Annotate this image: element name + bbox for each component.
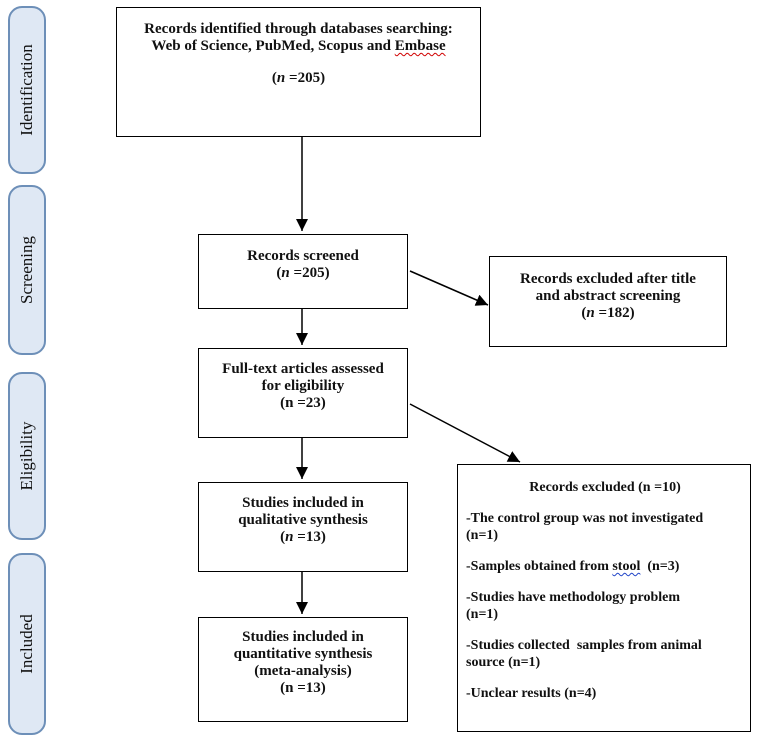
box-records-excluded: Records excluded (n =10) -The control gr… bbox=[457, 464, 751, 732]
box-quantitative-synthesis: Studies included in quantitative synthes… bbox=[198, 617, 408, 722]
excluded-item-stool-line: -Samples obtained from stool (n=3) bbox=[466, 558, 744, 575]
screened-line1: Records screened bbox=[247, 248, 359, 264]
quantitative-line2: quantitative synthesis bbox=[233, 646, 373, 662]
phase-eligibility: Eligibility bbox=[8, 372, 46, 540]
excluded-title-count: (n =182) bbox=[490, 305, 726, 322]
excluded-item-methodology: -Studies have methodology problem (n=1) bbox=[466, 589, 744, 623]
qualitative-line2: qualitative synthesis bbox=[238, 512, 368, 528]
excluded-title-count-var: n bbox=[586, 305, 595, 321]
identified-count-var: n bbox=[276, 70, 286, 86]
excluded-item-stool-word: stool bbox=[612, 559, 641, 574]
excluded-item-stool-count: (n=3) bbox=[640, 559, 680, 574]
excluded-item-control-text: -The control group was not investigated bbox=[466, 511, 704, 526]
excluded-item-animal-text: -Studies collected samples from animal bbox=[466, 638, 702, 653]
excluded-item-unclear: -Unclear results (n=4) bbox=[466, 685, 744, 702]
phase-included: Included bbox=[8, 553, 46, 735]
identified-line1: Records identified through databases sea… bbox=[144, 21, 453, 37]
screened-count-open: ( bbox=[276, 265, 282, 281]
excluded-title-line2: and abstract screening bbox=[535, 288, 681, 304]
qualitative-line1: Studies included in bbox=[242, 495, 364, 511]
excluded-title-line1: Records excluded after title bbox=[520, 271, 696, 287]
phase-identification: Identification bbox=[8, 6, 46, 174]
fulltext-line1: Full-text articles assessed bbox=[222, 361, 384, 377]
screened-count: (n =205) bbox=[199, 265, 407, 282]
qualitative-count-var: n bbox=[285, 529, 294, 545]
box-excluded-after-screening: Records excluded after title and abstrac… bbox=[489, 256, 727, 347]
fulltext-count: (n =23) bbox=[280, 395, 326, 411]
excluded-title-count-open: ( bbox=[581, 305, 587, 321]
identified-count: (n =205) bbox=[117, 70, 480, 87]
quantitative-count: (n =13) bbox=[280, 680, 326, 696]
excluded-item-stool-text: -Samples obtained from bbox=[466, 559, 613, 574]
identified-count-value: =205) bbox=[285, 70, 326, 86]
arrow-screened-to-excluded bbox=[409, 270, 489, 306]
identified-line2: Web of Science, PubMed, Scopus and Embas… bbox=[117, 38, 480, 55]
identified-count-open: ( bbox=[271, 70, 277, 86]
excluded-item-methodology-text: -Studies have methodology problem bbox=[466, 590, 681, 605]
screened-count-var: n bbox=[281, 265, 290, 281]
excluded-title-count-value: =182) bbox=[594, 305, 635, 321]
identified-embase: Embase bbox=[394, 38, 446, 54]
box-fulltext-assessed: Full-text articles assessed for eligibil… bbox=[198, 348, 408, 438]
excluded-item-methodology-count: (n=1) bbox=[466, 607, 499, 622]
qualitative-count: (n =13) bbox=[199, 529, 407, 546]
excluded-item-animal-count: source (n=1) bbox=[466, 655, 541, 670]
box-records-screened: Records screened (n =205) bbox=[198, 234, 408, 309]
qualitative-count-value: =13) bbox=[293, 529, 326, 545]
identified-line2-text: Web of Science, PubMed, Scopus and bbox=[151, 38, 395, 54]
excluded-item-unclear-text: -Unclear results (n=4) bbox=[466, 686, 597, 701]
phase-screening: Screening bbox=[8, 185, 46, 355]
fulltext-line2: for eligibility bbox=[261, 378, 345, 394]
excluded-item-animal: -Studies collected samples from animal s… bbox=[466, 637, 744, 671]
arrow-fulltext-to-excluded-records bbox=[409, 403, 521, 463]
box-qualitative-synthesis: Studies included in qualitative synthesi… bbox=[198, 482, 408, 572]
excluded-item-control: -The control group was not investigated … bbox=[466, 510, 744, 544]
quantitative-line3: (meta-analysis) bbox=[254, 663, 352, 679]
excluded-item-control-count: (n=1) bbox=[466, 528, 499, 543]
qualitative-count-open: ( bbox=[280, 529, 286, 545]
screened-count-value: =205) bbox=[289, 265, 330, 281]
excluded-records-title: Records excluded (n =10) bbox=[529, 480, 681, 495]
excluded-item-stool: -Samples obtained from stool (n=3) bbox=[466, 558, 744, 575]
quantitative-line1: Studies included in bbox=[242, 629, 364, 645]
box-records-identified: Records identified through databases sea… bbox=[116, 7, 481, 137]
